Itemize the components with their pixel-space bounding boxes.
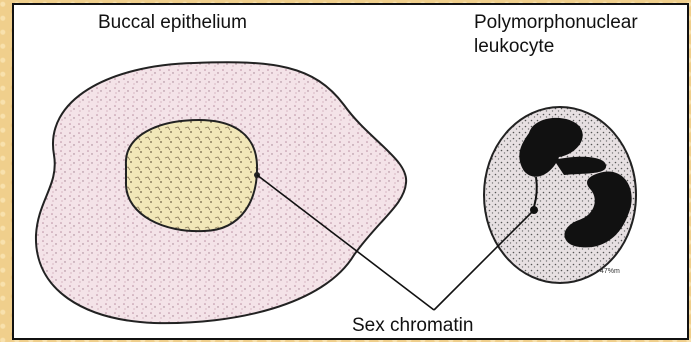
diagram-frame: 47%m Buccal epithelium Polymorphonuclear… bbox=[12, 3, 689, 340]
cell-illustration: 47%m bbox=[14, 5, 689, 340]
label-leukocyte: leukocyte bbox=[474, 36, 554, 58]
buccal-nucleus bbox=[126, 120, 257, 231]
artist-signature: 47%m bbox=[600, 268, 620, 275]
label-buccal-epithelium: Buccal epithelium bbox=[98, 12, 247, 34]
label-polymorphonuclear: Polymorphonuclear bbox=[474, 12, 638, 34]
label-sex-chromatin: Sex chromatin bbox=[352, 315, 473, 337]
